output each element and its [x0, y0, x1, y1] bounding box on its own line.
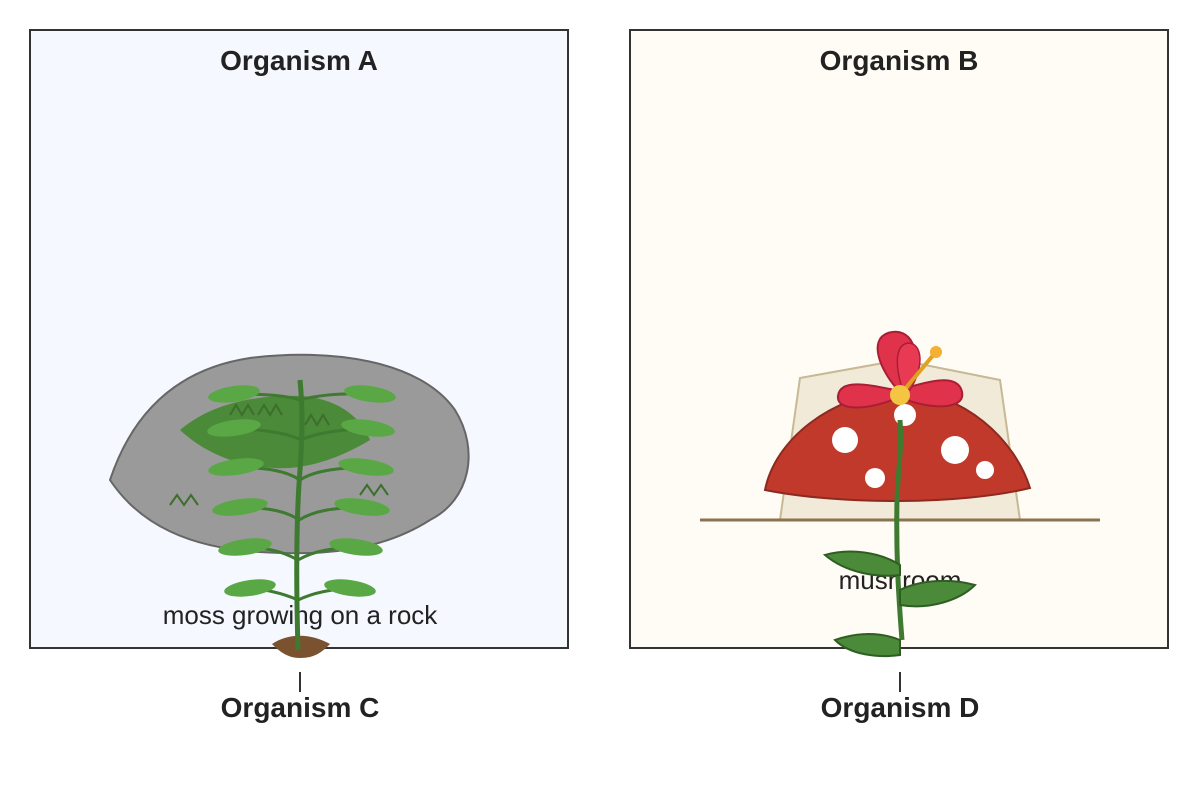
flower-anther	[930, 346, 942, 358]
hibiscus-flower	[837, 330, 964, 409]
plant-c-leaves	[207, 385, 396, 597]
plant-d-stem	[894, 419, 905, 641]
flower-petal	[898, 379, 964, 408]
organism-c-plant	[207, 379, 396, 658]
plant-c-soil	[272, 635, 330, 658]
organism-d-plant	[822, 330, 977, 658]
moss-sprouts	[169, 403, 389, 507]
organism-a-title: Organism A	[220, 45, 378, 76]
organism-d-label: Organism D	[820, 692, 980, 723]
flower-petal	[837, 383, 899, 409]
organism-c-label: Organism C	[220, 692, 380, 723]
organism-b-title: Organism B	[819, 45, 979, 76]
flower-center	[890, 385, 910, 405]
plant-d-leaves	[822, 550, 977, 658]
organism-a-caption: moss growing on a rock	[162, 600, 438, 630]
mushroom-cap	[763, 388, 1032, 503]
rock-with-moss	[108, 353, 470, 555]
